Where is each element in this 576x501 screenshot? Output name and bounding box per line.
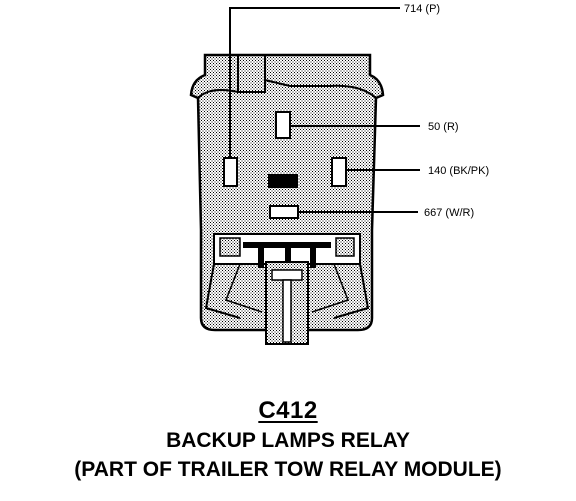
leader-line-top: [229, 7, 400, 158]
pin-label-middle-right: 140 (BK/PK): [428, 165, 489, 177]
pin-label-top: 714 (P): [404, 3, 440, 15]
pin-label-lower-right: 667 (W/R): [424, 207, 474, 219]
connector-id: C412: [258, 397, 318, 424]
release-tab: [265, 261, 309, 345]
connector-id-caption: C412: [0, 397, 576, 425]
leader-lines: [229, 7, 420, 213]
connector-note: (PART OF TRAILER TOW RELAY MODULE): [74, 458, 502, 481]
latch-area: [204, 233, 370, 319]
terminal-cavities: [223, 111, 347, 219]
connector-name: BACKUP LAMPS RELAY: [166, 429, 410, 452]
pin-label-upper-right: 50 (R): [428, 121, 459, 133]
